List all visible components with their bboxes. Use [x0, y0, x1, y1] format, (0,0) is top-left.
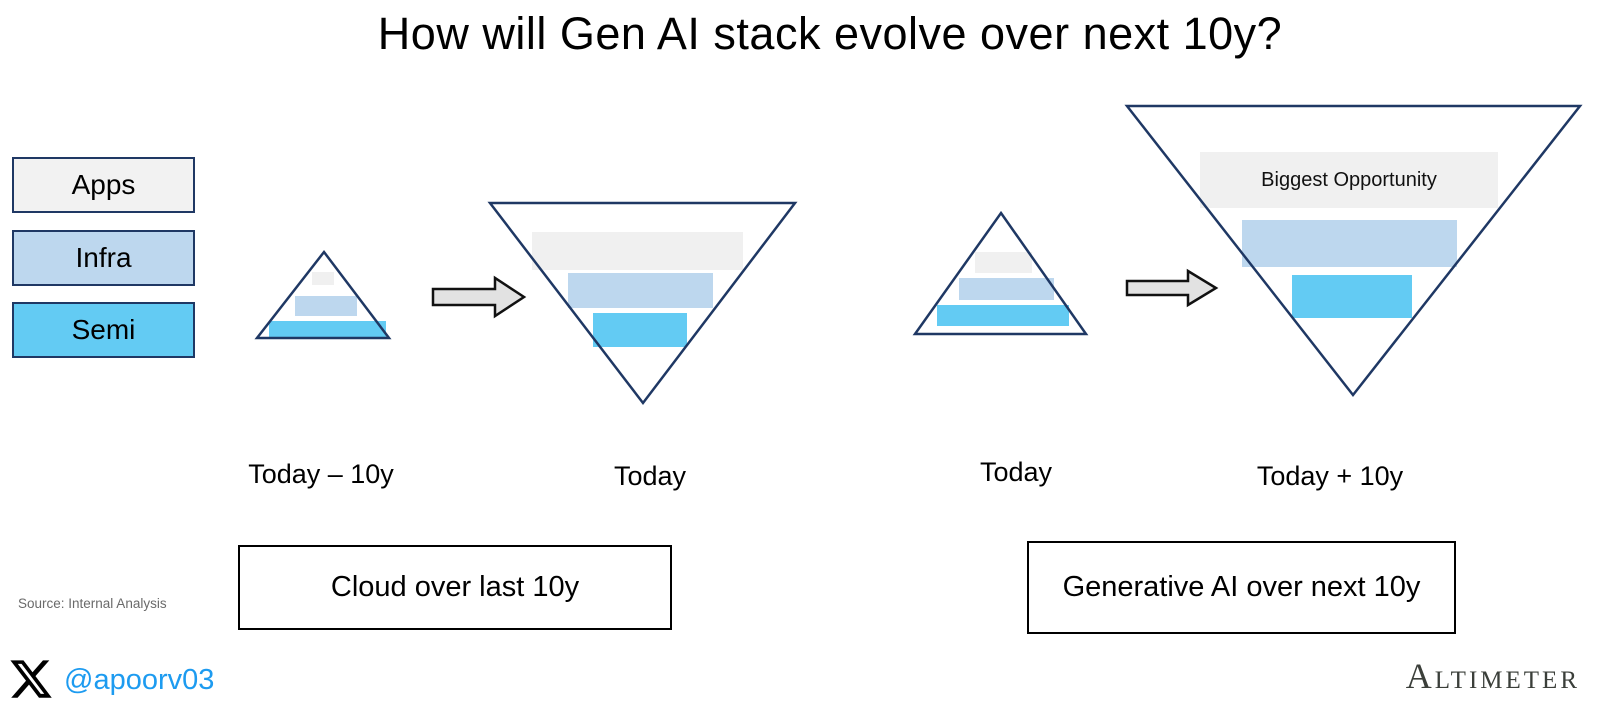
legend-label-semi: Semi — [71, 314, 136, 345]
right-large-triangle-label: Today + 10y — [1256, 461, 1404, 491]
legend-item-infra: Infra — [12, 230, 195, 286]
left-large-semi-bar — [593, 313, 687, 347]
left-small-triangle-label: Today – 10y — [248, 459, 394, 489]
right-right-arrow-icon — [1125, 268, 1219, 308]
left-right-arrow-icon — [431, 275, 527, 319]
left-small-semi-bar — [269, 321, 386, 339]
left-caption-text: Cloud over last 10y — [330, 571, 580, 603]
twitter-handle: @apoorv03 — [64, 664, 215, 696]
right-caption-text: Generative AI over next 10y — [1062, 571, 1421, 603]
source-note: Source: Internal Analysis — [18, 596, 167, 611]
left-large-infra-bar — [568, 273, 713, 308]
legend-item-semi: Semi — [12, 302, 195, 358]
legend-label-infra: Infra — [75, 242, 132, 273]
right-small-triangle-label: Today — [979, 457, 1053, 487]
x-twitter-icon — [10, 660, 52, 698]
right-caption-box: Generative AI over next 10y — [1027, 541, 1456, 634]
left-large-apps-bar — [532, 232, 743, 270]
left-caption-box: Cloud over last 10y — [238, 545, 672, 630]
left-small-apps-bar — [312, 272, 334, 285]
left-large-triangle-label: Today — [613, 461, 687, 491]
right-small-apps-bar — [975, 252, 1032, 273]
right-large-infra-bar — [1242, 220, 1457, 267]
page-title: How will Gen AI stack evolve over next 1… — [377, 8, 1283, 59]
altimeter-logo: Altimeter — [1405, 656, 1580, 696]
legend-item-apps: Apps — [12, 157, 195, 213]
right-large-semi-bar — [1292, 275, 1412, 318]
biggest-opportunity-label: Biggest Opportunity — [1261, 168, 1437, 191]
right-large-apps-bar: Biggest Opportunity — [1200, 152, 1498, 208]
left-small-infra-bar — [295, 296, 357, 316]
right-small-infra-bar — [959, 278, 1054, 300]
right-small-semi-bar — [937, 305, 1069, 326]
legend-label-apps: Apps — [71, 169, 136, 200]
